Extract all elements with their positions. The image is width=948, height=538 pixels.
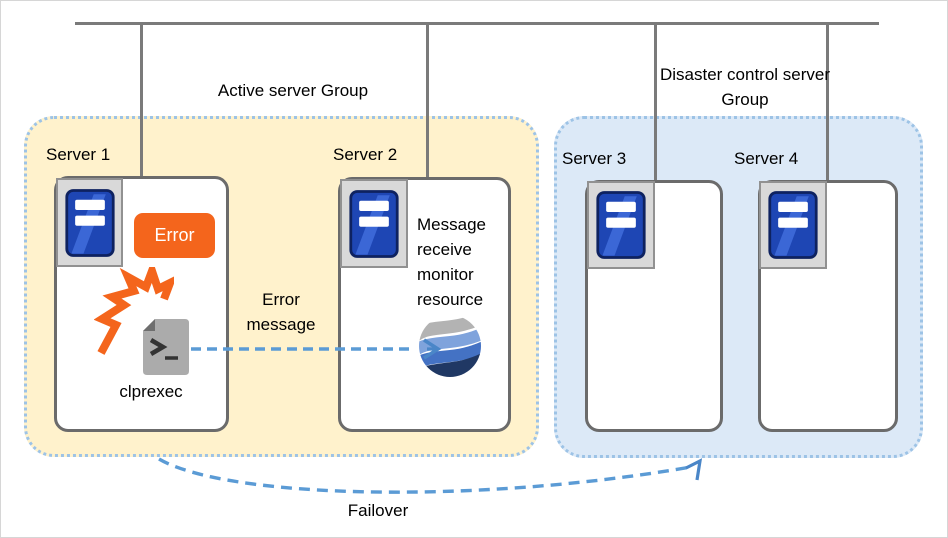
server4-drop-line [826, 22, 829, 183]
server3-drop-line [654, 22, 657, 183]
monitor-resource-label: Message receive monitor resource [417, 215, 486, 309]
server2-label: Server 2 [333, 145, 398, 164]
server-icon [596, 191, 646, 259]
globe-monitor-icon [418, 314, 482, 378]
server3-icon-frame [587, 181, 655, 269]
server2-drop-line [426, 22, 429, 179]
server3-label: Server 3 [562, 149, 627, 168]
disaster-group-title: Disaster control server Group [659, 65, 831, 109]
server1-icon-frame [56, 178, 123, 267]
server4-box [758, 180, 898, 432]
server4-icon-frame [759, 181, 827, 269]
network-bus-line [75, 22, 879, 25]
server4-label: Server 4 [734, 149, 799, 168]
server-icon [64, 188, 115, 257]
error-message-label: Error message [246, 290, 316, 334]
server2-icon-frame [340, 179, 408, 268]
error-burst-icon [94, 267, 174, 357]
clprexec-label: clprexec [119, 382, 183, 401]
failover-arrow-icon [158, 457, 703, 494]
server1-label: Server 1 [46, 145, 111, 164]
server-icon [349, 189, 399, 258]
terminal-document-icon [142, 318, 190, 376]
failover-label: Failover [347, 501, 409, 520]
server-icon [768, 191, 818, 259]
active-group-title: Active server Group [217, 81, 369, 100]
error-badge: Error [134, 213, 215, 258]
server1-drop-line [140, 22, 143, 178]
